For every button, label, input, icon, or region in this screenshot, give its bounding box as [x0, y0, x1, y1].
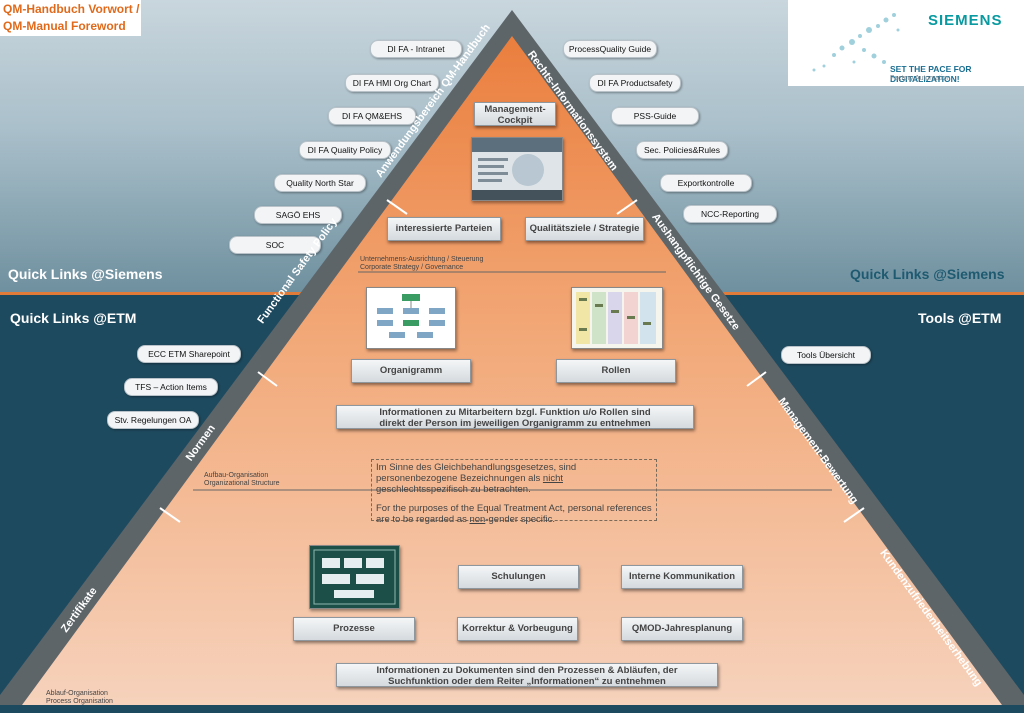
link-soc[interactable]: SOC — [229, 236, 321, 254]
qmod-planning-button[interactable]: QMOD-Jahresplanung — [621, 617, 743, 641]
link-sago-ehs[interactable]: SAGÖ EHS — [254, 206, 342, 224]
page-title-box[interactable]: QM-Handbuch Vorwort / QM-Manual Foreword — [0, 0, 141, 36]
heading-quick-links-siemens-right: Quick Links @Siemens — [850, 266, 1005, 282]
link-pss-guide[interactable]: PSS-Guide — [611, 107, 699, 125]
link-tools-uebersicht[interactable]: Tools Übersicht — [781, 346, 871, 364]
roles-thumbnail[interactable] — [571, 287, 663, 349]
trainings-button[interactable]: Schulungen — [458, 565, 579, 589]
level-corporate-strategy: Unternehmens-Ausrichtung / Steuerung Cor… — [360, 256, 484, 271]
link-stv-regelungen-oa[interactable]: Stv. Regelungen OA — [107, 411, 199, 429]
org-chart-thumbnail[interactable] — [366, 287, 456, 349]
link-ecc-etm-sharepoint[interactable]: ECC ETM Sharepoint — [137, 345, 241, 363]
org-chart-button[interactable]: Organigramm — [351, 359, 471, 383]
siemens-slogan: SET THE PACE FOR DIGITALIZATION! — [890, 64, 972, 84]
processes-thumbnail[interactable] — [309, 545, 400, 609]
link-ncc-reporting[interactable]: NCC-Reporting — [683, 205, 777, 223]
management-cockpit-button[interactable]: Management-Cockpit — [474, 102, 556, 126]
roles-button[interactable]: Rollen — [556, 359, 676, 383]
siemens-banner — [788, 0, 1024, 86]
equal-treatment-notice: Im Sinne des Gleichbehandlungsgesetzes, … — [371, 459, 657, 525]
cockpit-thumbnail[interactable] — [471, 137, 563, 201]
link-processquality-guide[interactable]: ProcessQuality Guide — [563, 40, 657, 58]
heading-tools-etm: Tools @ETM — [918, 310, 1002, 326]
right-band — [512, 10, 1024, 705]
digital-runner-graphic — [812, 13, 900, 72]
link-di-fa-intranet[interactable]: DI FA - Intranet — [370, 40, 462, 58]
link-quality-north-star[interactable]: Quality North Star — [274, 174, 366, 192]
link-di-fa-quality-policy[interactable]: DI FA Quality Policy — [299, 141, 391, 159]
link-di-fa-qm-ehs[interactable]: DI FA QM&EHS — [328, 107, 416, 125]
employee-info-text: Informationen zu Mitarbeitern bzgl. Funk… — [336, 405, 694, 429]
processes-button[interactable]: Prozesse — [293, 617, 415, 641]
siemens-logo: SIEMENS — [928, 12, 1003, 29]
left-band — [0, 10, 512, 705]
document-info-text: Informationen zu Dokumenten sind den Pro… — [336, 663, 718, 687]
internal-communication-button[interactable]: Interne Kommunikation — [621, 565, 743, 589]
pyramid-body — [12, 28, 1012, 705]
quality-goals-button[interactable]: Qualitätsziele / Strategie — [525, 217, 644, 241]
link-exportkontrolle[interactable]: Exportkontrolle — [660, 174, 752, 192]
heading-quick-links-etm: Quick Links @ETM — [10, 310, 137, 326]
level-process-organisation: Ablauf-Organisation Process Organisation — [46, 690, 113, 705]
title-de[interactable]: QM-Handbuch Vorwort / — [3, 2, 140, 16]
heading-quick-links-siemens-left: Quick Links @Siemens — [8, 266, 163, 282]
siemens-subtitle: Factory Automation — [890, 75, 951, 82]
link-di-fa-hmi-org-chart[interactable]: DI FA HMI Org Chart — [345, 74, 439, 92]
interested-parties-button[interactable]: interessierte Parteien — [387, 217, 501, 241]
link-di-fa-productsafety[interactable]: DI FA Productsafety — [589, 74, 681, 92]
link-sec-policies-rules[interactable]: Sec. Policies&Rules — [636, 141, 728, 159]
correction-prevention-button[interactable]: Korrektur & Vorbeugung — [457, 617, 578, 641]
link-tfs-action-items[interactable]: TFS – Action Items — [124, 378, 218, 396]
level-organizational-structure: Aufbau-Organisation Organizational Struc… — [204, 472, 280, 487]
title-en[interactable]: QM-Manual Foreword — [3, 19, 126, 33]
